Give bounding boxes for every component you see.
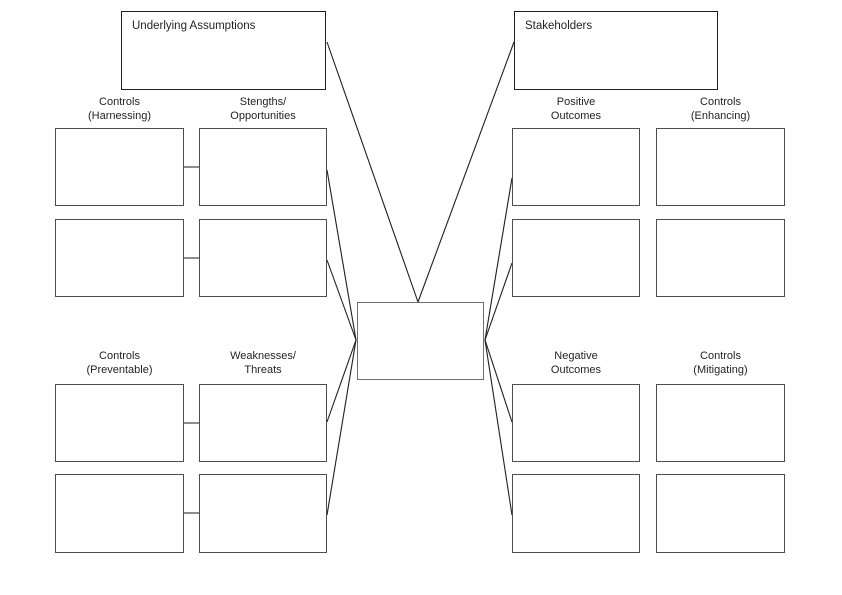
controls-preventable-label: Controls (Preventable) bbox=[86, 350, 153, 376]
line-strengths1-to-center bbox=[326, 169, 357, 341]
weaknesses-box-2 bbox=[199, 474, 327, 553]
central-event-box bbox=[357, 302, 484, 380]
line-weaknesses1-to-center bbox=[326, 339, 357, 423]
negative-box-1 bbox=[512, 384, 640, 462]
harnessing-box-2 bbox=[55, 219, 184, 297]
controls-enhancing-label: Controls (Enhancing) bbox=[690, 96, 751, 122]
positive-box-2 bbox=[512, 219, 640, 297]
enhancing-box-2 bbox=[656, 219, 785, 297]
mitigating-box-1 bbox=[656, 384, 785, 462]
line-negative2-to-center bbox=[484, 339, 513, 516]
mitigating-box-2 bbox=[656, 474, 785, 553]
line-negative1-to-center bbox=[484, 339, 513, 423]
strengths-box-2 bbox=[199, 219, 327, 297]
line-stakeholders-to-center bbox=[417, 41, 515, 303]
strengths-opportunities-label: Stengths/ Opportunities bbox=[230, 96, 296, 122]
line-positive1-to-center bbox=[484, 177, 513, 341]
weaknesses-box-1 bbox=[199, 384, 327, 462]
weaknesses-threats-label: Weaknesses/ Threats bbox=[230, 350, 296, 376]
positive-outcomes-label: Positive Outcomes bbox=[550, 96, 602, 122]
negative-box-2 bbox=[512, 474, 640, 553]
line-positive2-to-center bbox=[484, 262, 513, 341]
controls-harnessing-label: Controls (Harnessing) bbox=[88, 96, 151, 122]
harnessing-box-1 bbox=[55, 128, 184, 206]
line-assumptions-to-center bbox=[326, 41, 419, 303]
stakeholders-label: Stakeholders bbox=[525, 20, 593, 32]
positive-box-1 bbox=[512, 128, 640, 206]
negative-outcomes-label: Negative Outcomes bbox=[550, 350, 602, 376]
line-weaknesses2-to-center bbox=[326, 339, 357, 516]
strengths-box-1 bbox=[199, 128, 327, 206]
underlying-assumptions-box: Underlying Assumptions bbox=[121, 11, 326, 90]
underlying-assumptions-label: Underlying Assumptions bbox=[132, 20, 256, 32]
stakeholders-box: Stakeholders bbox=[514, 11, 718, 90]
line-strengths2-to-center bbox=[326, 259, 357, 341]
controls-mitigating-label: Controls (Mitigating) bbox=[693, 350, 748, 376]
enhancing-box-1 bbox=[656, 128, 785, 206]
preventable-box-2 bbox=[55, 474, 184, 553]
preventable-box-1 bbox=[55, 384, 184, 462]
